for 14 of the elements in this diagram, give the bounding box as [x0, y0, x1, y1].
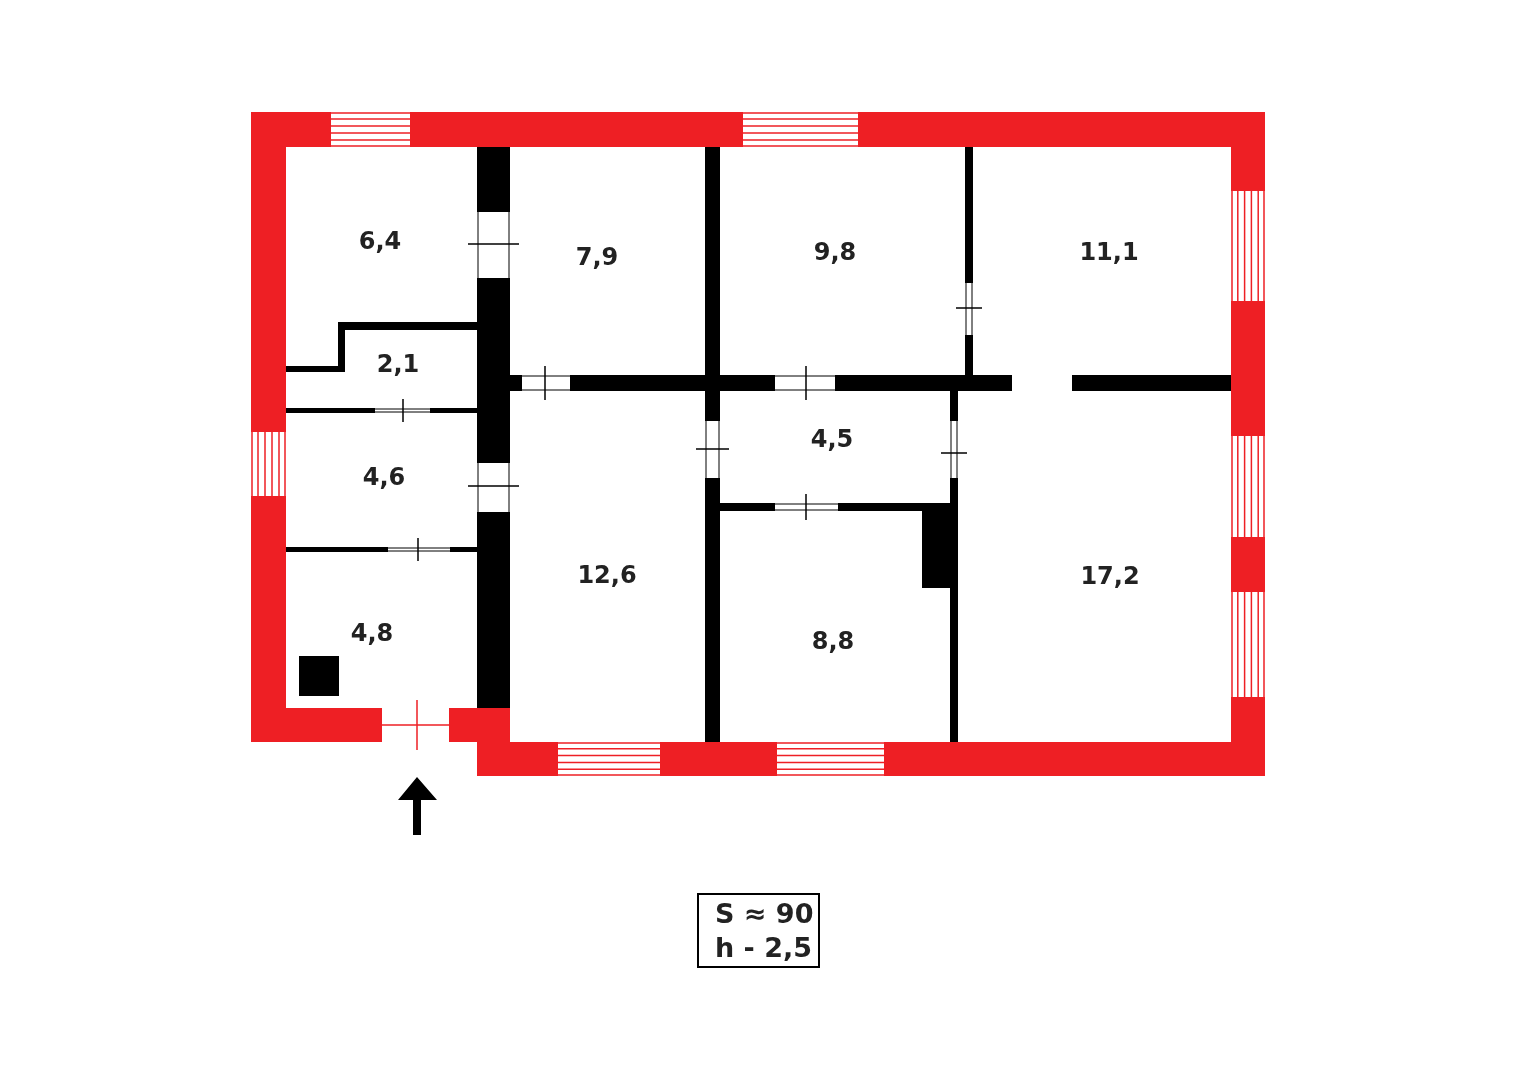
room-area: 4,5 — [810, 425, 854, 453]
room-area: 4,6 — [362, 463, 406, 491]
room-area: 17,2 — [1080, 562, 1140, 590]
room-area: 9,8 — [813, 238, 857, 266]
room-area: 11,1 — [1079, 238, 1139, 266]
room-area: 4,8 — [350, 619, 394, 647]
room-area: 6,4 — [358, 227, 402, 255]
summary-box — [697, 893, 820, 968]
summary-text: h - 2,5 — [715, 930, 814, 965]
room-area: 7,9 — [575, 243, 619, 271]
room-area: 12,6 — [577, 561, 637, 589]
room-area: 2,1 — [376, 350, 420, 378]
summary-text: S ≈ 90 — [715, 896, 815, 931]
room-area: 8,8 — [811, 627, 855, 655]
